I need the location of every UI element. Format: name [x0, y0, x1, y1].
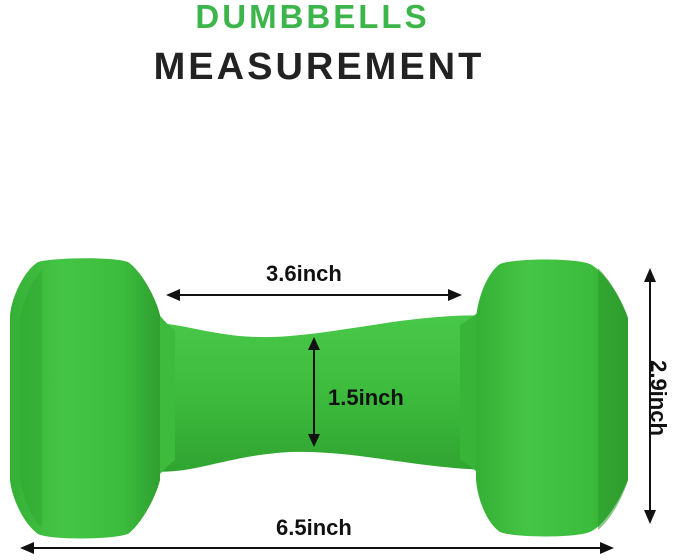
- dumbbell-head-left: [10, 258, 160, 539]
- title-dumbbells: DUMBBELLS: [195, 0, 430, 35]
- dimension-handle-length: 3.6inch: [266, 261, 342, 286]
- dumbbell-handle: [140, 315, 500, 472]
- dimension-head-height: 2.9inch: [646, 360, 671, 436]
- dimension-arrows: [20, 268, 656, 554]
- dumbbell-head-right: [476, 259, 628, 537]
- dimension-handle-diameter: 1.5inch: [328, 385, 404, 410]
- dimension-total-length: 6.5inch: [276, 515, 352, 540]
- title-measurement: MEASUREMENT: [153, 46, 485, 88]
